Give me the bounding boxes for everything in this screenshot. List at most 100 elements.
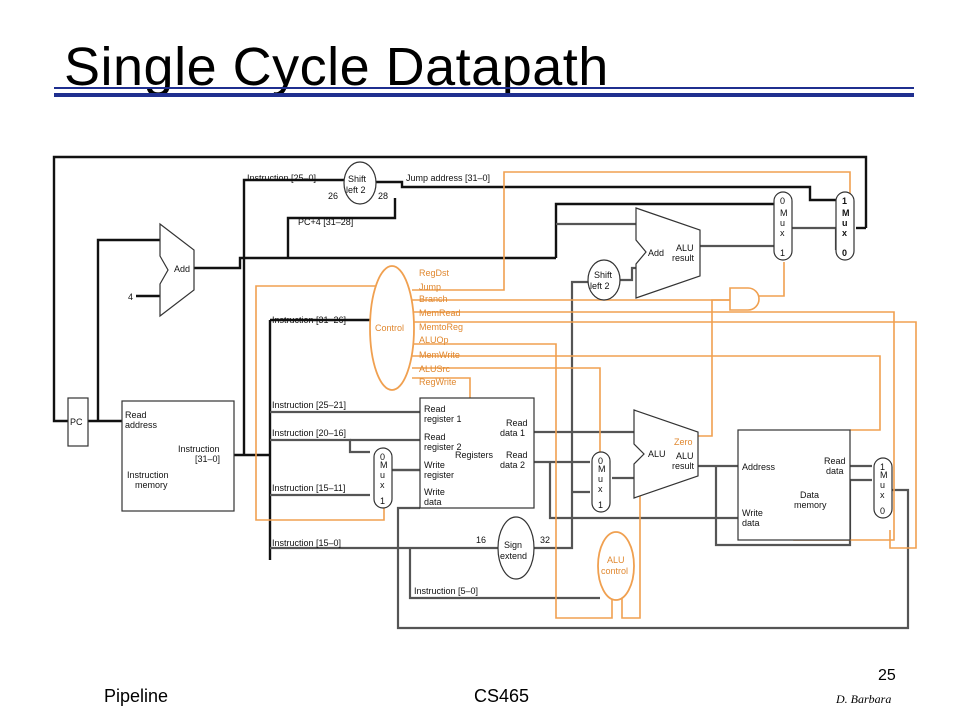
memtoreg-mux-bottom-label: 0 xyxy=(880,506,885,516)
pc4-label: PC+4 [31–28] xyxy=(298,217,353,227)
instr-5-0-label: Instruction [5–0] xyxy=(414,586,478,596)
jump-mux-letter-2: x xyxy=(842,228,847,238)
constant-four: 4 xyxy=(128,292,133,302)
control-signal-memwrite: MemWrite xyxy=(419,350,460,360)
width-32: 32 xyxy=(540,535,550,545)
branch-mux-letter-1: u xyxy=(780,218,785,228)
imem-read: Read xyxy=(125,410,147,420)
reg-in-1: register 1 xyxy=(424,414,462,424)
alusrc-mux-top-label: 0 xyxy=(598,456,603,466)
regdst-mux-letter-1: u xyxy=(380,470,385,480)
alu-control-label-2: control xyxy=(601,566,628,576)
control-signal-branch: Branch xyxy=(419,294,448,304)
width-26: 26 xyxy=(328,191,338,201)
control-signal-labels: RegDstJumpBranchMemReadMemtoRegALUOpMemW… xyxy=(419,268,463,387)
instr-25-0-label: Instruction [25–0] xyxy=(247,173,316,183)
reg-in-5: register xyxy=(424,470,454,480)
pc-adder-label: Add xyxy=(174,264,190,274)
dmem-read-data: data xyxy=(826,466,844,476)
regdst-mux-letter-0: M xyxy=(380,460,388,470)
registers-label: Registers xyxy=(455,450,494,460)
jump-shift-left-2 xyxy=(343,161,377,205)
instr-31-26-label: Instruction [31–26] xyxy=(272,315,346,325)
alu-result-label-2: result xyxy=(672,461,695,471)
reg-in-7: data xyxy=(424,497,442,507)
dmem-write: Write xyxy=(742,508,763,518)
jump-mux-bottom-label: 0 xyxy=(842,248,847,258)
title-rule-thin xyxy=(54,87,914,89)
imem-bits: [31–0] xyxy=(195,454,220,464)
title-rule-thick xyxy=(54,93,914,97)
data-memory xyxy=(737,429,851,541)
regdst-mux xyxy=(373,447,393,509)
control-signal-alusrc: ALUSrc xyxy=(419,364,451,374)
control-label: Control xyxy=(375,323,404,333)
control-signal-memtoreg: MemtoReg xyxy=(419,322,463,332)
control-signal-regwrite: RegWrite xyxy=(419,377,456,387)
control-signal-memread: MemRead xyxy=(419,308,461,318)
instr-15-0-label: Instruction [15–0] xyxy=(272,538,341,548)
imem-name-2: memory xyxy=(135,480,168,490)
branch-mux xyxy=(773,191,793,261)
control-signal-regdst: RegDst xyxy=(419,268,450,278)
reg-out-2: Read xyxy=(506,450,528,460)
instr-25-21-label: Instruction [25–21] xyxy=(272,400,346,410)
imem-name-1: Instruction xyxy=(127,470,169,480)
instr-20-16-label: Instruction [20–16] xyxy=(272,428,346,438)
footer-left: Pipeline xyxy=(104,686,169,706)
footer-center: CS465 xyxy=(474,686,530,706)
register-file xyxy=(419,397,535,509)
regdst-mux-top-label: 0 xyxy=(380,452,385,462)
jump-mux xyxy=(835,191,855,261)
jump-mux-top-label: 1 xyxy=(842,196,847,206)
alu-result-label-1: ALU xyxy=(676,451,694,461)
reg-in-2: Read xyxy=(424,432,446,442)
alusrc-mux-letter-2: x xyxy=(598,484,603,494)
alu-control xyxy=(597,531,635,601)
zero-label: Zero xyxy=(674,437,693,447)
control-unit xyxy=(369,265,415,391)
branch-mux-letter-0: M xyxy=(780,208,788,218)
jump-shift-label-1: Shift xyxy=(348,174,367,184)
branch-shift-label-1: Shift xyxy=(594,270,613,280)
branch-alu-label: ALU xyxy=(676,243,694,253)
and-gate xyxy=(729,287,760,311)
memtoreg-mux-top-label: 1 xyxy=(880,462,885,472)
branch-adder xyxy=(635,207,701,299)
sign-extend-label-2: extend xyxy=(500,551,527,561)
alusrc-mux xyxy=(591,451,611,513)
jump-mux-letter-1: u xyxy=(842,218,848,228)
page-number: 25 xyxy=(878,667,896,684)
imem-instruction: Instruction xyxy=(178,444,220,454)
reg-in-4: Write xyxy=(424,460,445,470)
dmem-name-1: Data xyxy=(800,490,819,500)
reg-in-6: Write xyxy=(424,487,445,497)
footer-author: D. Barbara xyxy=(836,692,892,706)
instruction-memory xyxy=(121,400,235,512)
alusrc-mux-letter-1: u xyxy=(598,474,603,484)
datapath-wires xyxy=(52,155,910,630)
branch-result-label: result xyxy=(672,253,695,263)
branch-shift-label-2: left 2 xyxy=(590,281,610,291)
sign-extend xyxy=(497,516,535,580)
pc-register xyxy=(67,397,89,447)
dmem-read: Read xyxy=(824,456,846,466)
jump-mux-letter-0: M xyxy=(842,208,850,218)
pc-adder xyxy=(159,222,195,318)
reg-out-1: data 1 xyxy=(500,428,525,438)
branch-mux-bottom-label: 1 xyxy=(780,248,785,258)
alusrc-mux-letter-0: M xyxy=(598,464,606,474)
dmem-write-data: data xyxy=(742,518,760,528)
main-alu xyxy=(633,409,699,499)
branch-mux-letter-2: x xyxy=(780,228,785,238)
branch-shift-left-2 xyxy=(587,259,621,301)
instr-15-11-label: Instruction [15–11] xyxy=(272,483,345,493)
reg-in-3: register 2 xyxy=(424,442,462,452)
control-wires xyxy=(255,171,917,619)
dmem-name-2: memory xyxy=(794,500,827,510)
reg-out-0: Read xyxy=(506,418,528,428)
reg-out-3: data 2 xyxy=(500,460,525,470)
width-16: 16 xyxy=(476,535,486,545)
branch-add-label: Add xyxy=(648,248,664,258)
